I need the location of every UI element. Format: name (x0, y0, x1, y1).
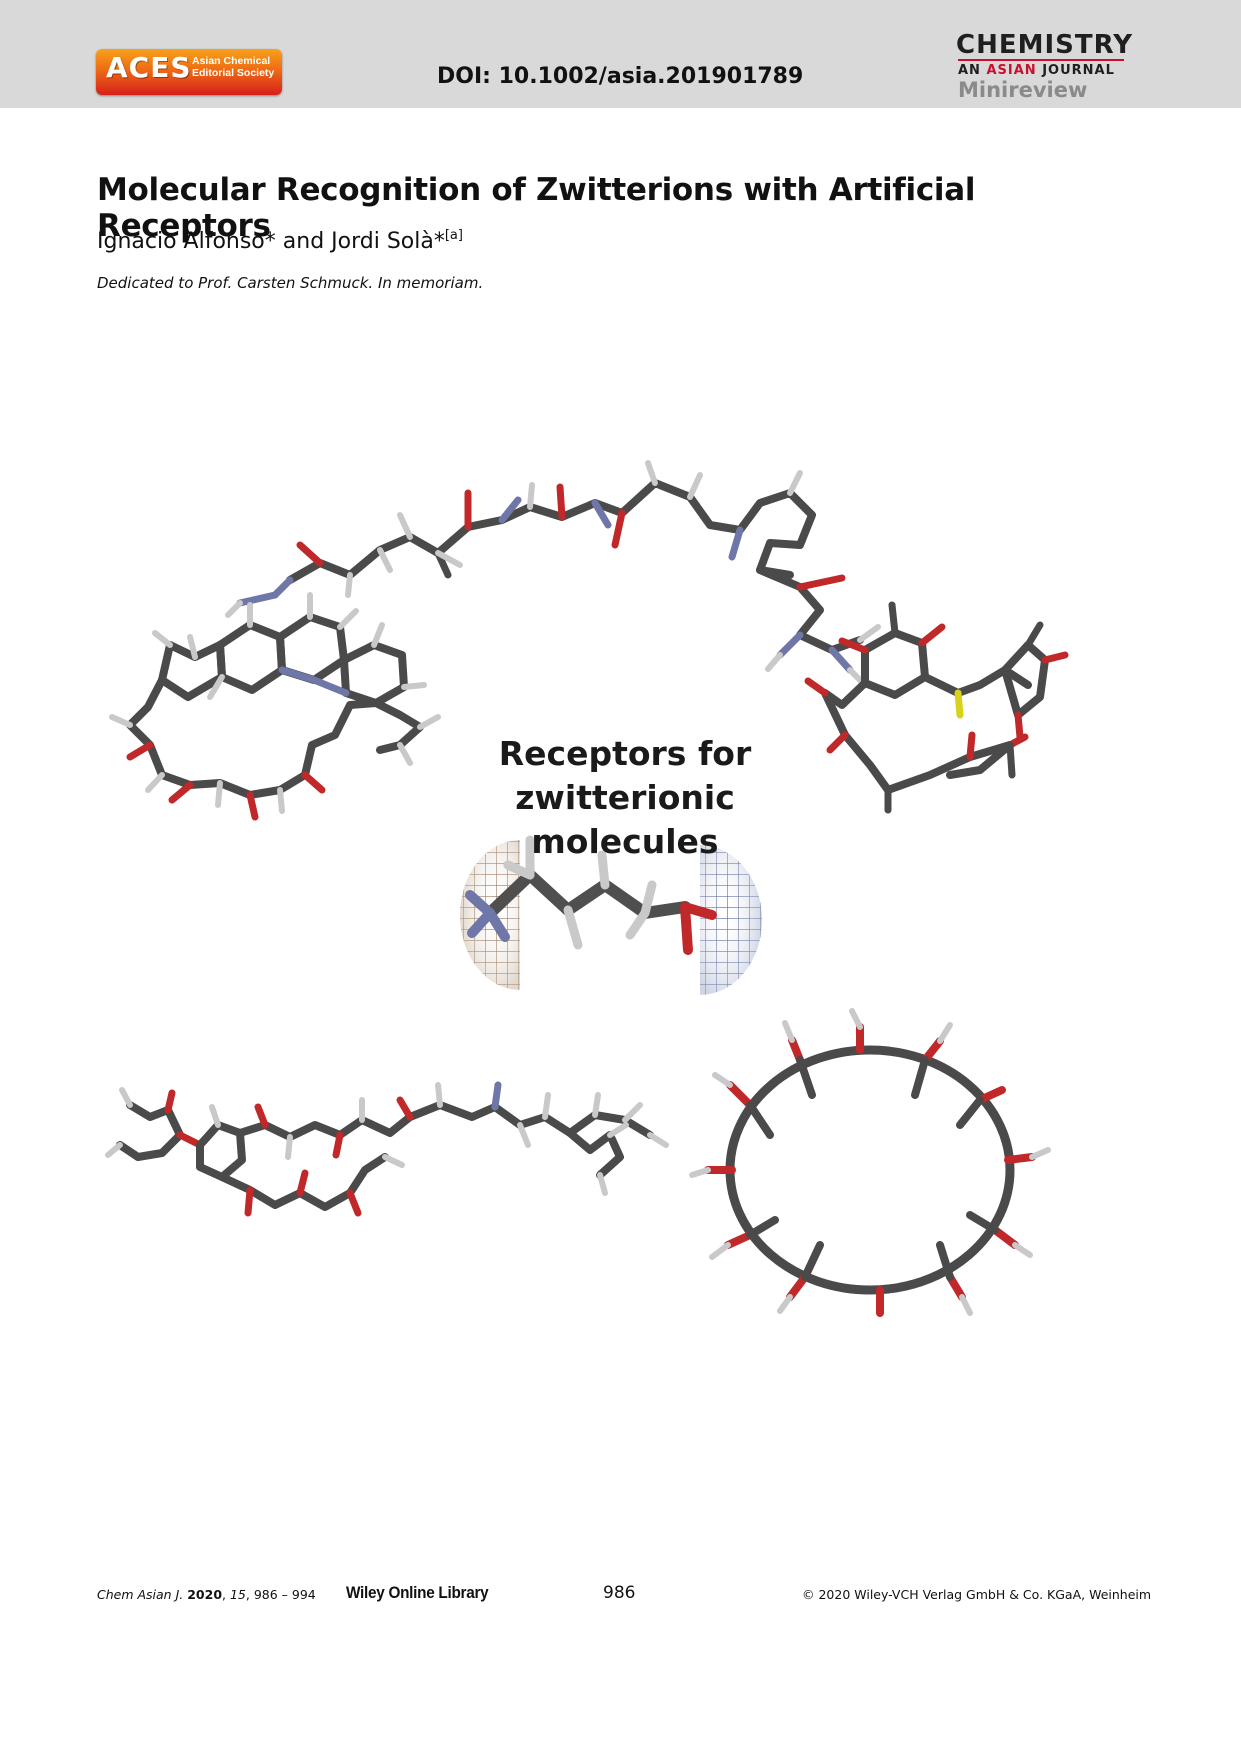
receptor-calixarene-model (804, 601, 1069, 814)
article-authors: Ignacio Alfonso* and Jordi Solà*[a] (97, 228, 463, 254)
article-doi[interactable]: DOI: 10.1002/asia.201901789 (437, 64, 804, 89)
footer-volume: 15 (229, 1587, 246, 1602)
journal-name-line2: AN ASIAN JOURNAL (958, 63, 1115, 78)
aces-logo: ACES Asian Chemical Editorial Society (96, 49, 282, 95)
toc-caption-line1: Receptors for (498, 734, 752, 773)
journal-name-line1: CHEMISTRY (956, 30, 1134, 60)
page-footer: Chem Asian J. 2020, 15, 986 – 994 Wiley … (0, 1583, 1241, 1607)
article-title: Molecular Recognition of Zwitterions wit… (97, 172, 976, 244)
author-names: Ignacio Alfonso* and Jordi Solà* (97, 229, 445, 254)
affiliation-marker[interactable]: [a] (444, 228, 463, 243)
footer-year: 2020 (187, 1587, 223, 1602)
page-number: 986 (603, 1583, 636, 1603)
journal-logo-rule (958, 59, 1124, 61)
receptor-open-chain-model (105, 1081, 669, 1217)
journal-name-asian: ASIAN (986, 63, 1037, 78)
copyright-notice: © 2020 Wiley-VCH Verlag GmbH & Co. KGaA,… (802, 1587, 1152, 1602)
article-dedication: Dedicated to Prof. Carsten Schmuck. In m… (97, 274, 484, 292)
aces-logo-subtitle: Asian Chemical Editorial Society (192, 55, 275, 79)
journal-name-journal: JOURNAL (1036, 63, 1115, 78)
wiley-online-library-link[interactable]: Wiley Online Library (346, 1583, 489, 1602)
toc-caption: Receptors for zwitterionic molecules (460, 732, 790, 864)
footer-journal-abbrev: Chem Asian J. (97, 1587, 184, 1602)
toc-graphic (105, 460, 1069, 1317)
footer-pages: 986 – 994 (253, 1587, 316, 1602)
toc-caption-line3: molecules (531, 822, 719, 861)
journal-logo: CHEMISTRY AN ASIAN JOURNAL Minireview (956, 30, 1132, 102)
receptor-peptide-model (225, 460, 881, 688)
article-type-label: Minireview (958, 78, 1088, 102)
journal-header-band: ACES Asian Chemical Editorial Society DO… (0, 0, 1241, 108)
journal-name-an: AN (958, 63, 987, 78)
toc-caption-line2: zwitterionic (515, 778, 735, 817)
receptor-aromatic-crown-model (109, 592, 441, 821)
zwitterion-model (460, 835, 762, 995)
aces-logo-mark: ACES (106, 51, 192, 84)
footer-citation: Chem Asian J. 2020, 15, 986 – 994 (97, 1587, 316, 1602)
receptor-cyclodextrin-model (689, 1008, 1051, 1317)
